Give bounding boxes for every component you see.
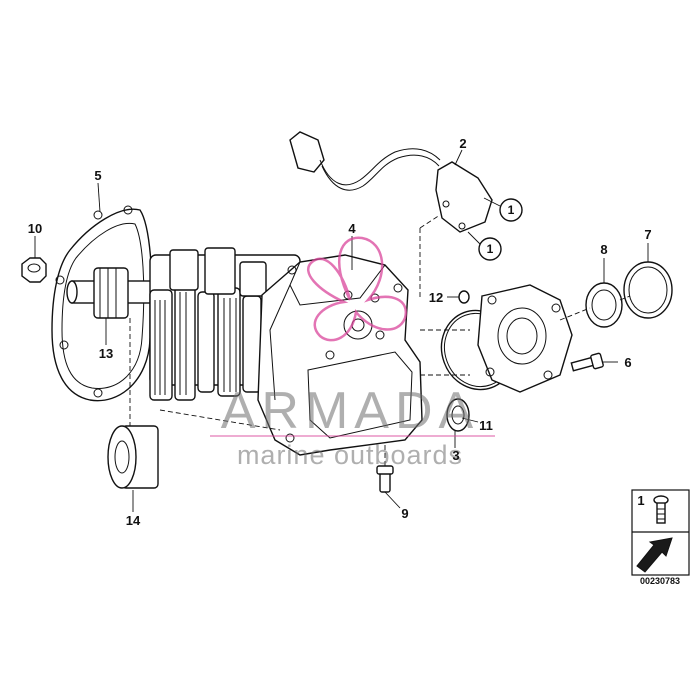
callout-13: 13 (99, 346, 113, 361)
legend-callout-1: 1 (637, 493, 644, 508)
callout-8: 8 (600, 242, 607, 257)
circled-callout-1a: 1 (499, 198, 523, 222)
flange-cover-part (477, 284, 573, 393)
ball-bearing-part (107, 425, 159, 489)
sealing-ring-part (623, 261, 673, 319)
callout-14: 14 (126, 513, 141, 528)
nut-part (21, 257, 47, 283)
screw-icon (653, 495, 669, 524)
watermark-tagline: marine outboards (237, 440, 463, 470)
bolt-6-part (570, 352, 604, 372)
legend-box: 1 00230783 (631, 489, 690, 586)
watermark-brand: ARMADA (221, 382, 479, 440)
callout-3: 3 (452, 448, 459, 463)
callout-4: 4 (348, 221, 356, 236)
callout-12: 12 (429, 290, 443, 305)
svg-text:1: 1 (487, 242, 494, 256)
document-number: 00230783 (640, 576, 680, 586)
shaft-seal-part (585, 282, 623, 328)
svg-text:1: 1 (508, 203, 515, 217)
watermark-logo: ARMADA marine outboards (210, 236, 495, 470)
callout-10: 10 (28, 221, 42, 236)
callout-6: 6 (624, 355, 631, 370)
callout-labels: 2 4 5 10 8 7 12 6 13 11 3 9 14 (28, 136, 652, 528)
radial-seal-part (446, 398, 470, 432)
sensor-part (289, 131, 493, 233)
callout-2: 2 (459, 136, 466, 151)
assembly-lines (129, 214, 631, 466)
callout-9: 9 (401, 506, 408, 521)
callout-5: 5 (94, 168, 101, 183)
flower-logo-icon (306, 236, 408, 342)
leader-lines (34, 149, 649, 512)
callout-7: 7 (644, 227, 651, 242)
direction-arrow-icon (636, 537, 673, 573)
callout-11: 11 (479, 418, 493, 433)
circled-callout-1b: 1 (478, 237, 502, 261)
